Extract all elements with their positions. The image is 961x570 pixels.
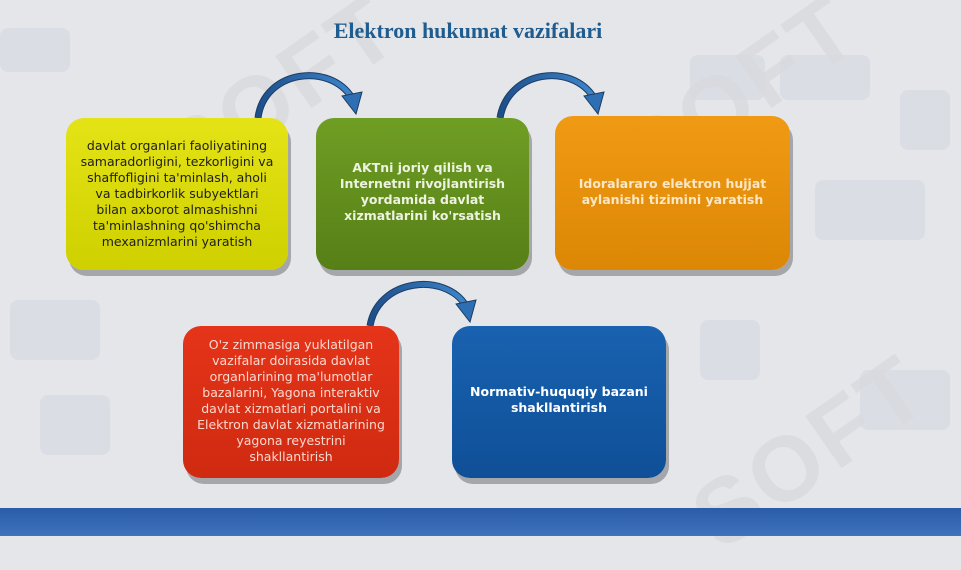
- task-box-green: AKTni joriy qilish va Internetni rivojla…: [316, 118, 529, 270]
- task-box-yellow: davlat organlari faoliyatining samarador…: [66, 118, 288, 270]
- task-text: AKTni joriy qilish va Internetni rivojla…: [339, 160, 506, 223]
- arrow-green-to-orange: [496, 72, 605, 119]
- task-box-blue: Normativ-huquqiy bazani shakllantirish: [452, 326, 666, 478]
- task-box-orange: Idoralararo elektron hujjat aylanishi ti…: [555, 116, 790, 270]
- flow-arrows: [254, 72, 605, 327]
- task-text: Normativ-huquqiy bazani shakllantirish: [470, 384, 648, 415]
- task-text: davlat organlari faoliyatining samarador…: [80, 138, 274, 249]
- task-text: Idoralararo elektron hujjat aylanishi ti…: [578, 176, 767, 207]
- page-title: Elektron hukumat vazifalari: [333, 18, 603, 43]
- arrow-yellow-to-green: [254, 72, 363, 119]
- task-text: O'z zimmasiga yuklatilgan vazifalar doir…: [197, 337, 385, 464]
- task-box-red: O'z zimmasiga yuklatilgan vazifalar doir…: [183, 326, 399, 478]
- arrow-red-to-blue: [366, 281, 477, 327]
- footer-bar: [0, 508, 961, 536]
